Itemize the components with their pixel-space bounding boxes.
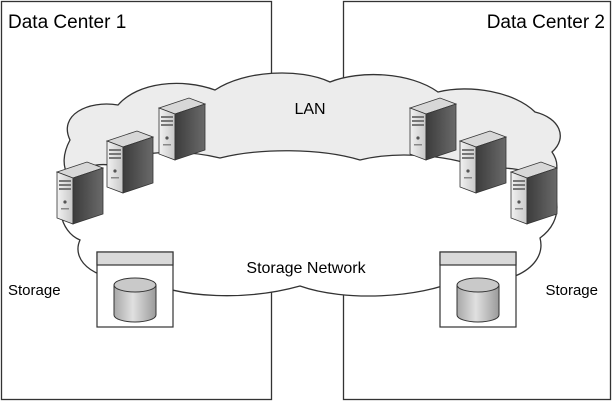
server-icon <box>409 97 457 161</box>
server-icon <box>56 161 104 225</box>
storage-network-label: Storage Network <box>246 260 366 277</box>
server-icon <box>510 161 558 225</box>
storage-device-icon <box>96 251 174 328</box>
storage-device-icon <box>439 251 517 328</box>
lan-label: LAN <box>294 101 325 118</box>
server-icon <box>106 130 154 194</box>
data-center-1-title: Data Center 1 <box>8 12 126 33</box>
storage-label-dc2: Storage <box>545 282 598 299</box>
server-icon <box>158 97 206 161</box>
server-icon <box>459 130 507 194</box>
data-center-2-title: Data Center 2 <box>487 12 605 33</box>
storage-label-dc1: Storage <box>8 282 61 299</box>
